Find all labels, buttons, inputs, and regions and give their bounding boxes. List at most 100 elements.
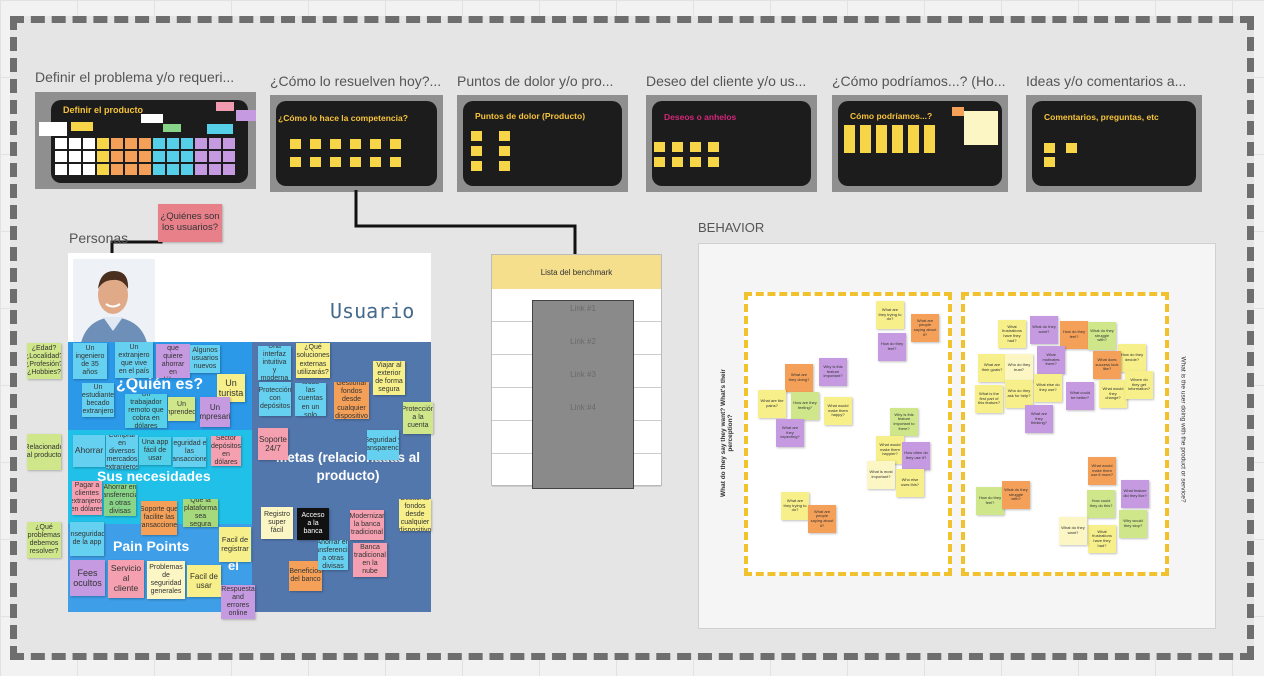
sticky-note[interactable]: ¿Qué problemas debemos resolver?: [27, 522, 61, 558]
sticky-note[interactable]: Facil de usar: [187, 565, 221, 597]
frame-competencia[interactable]: ¿Cómo lo hace la competencia?: [270, 95, 443, 192]
behavior-sticky-note[interactable]: What are they expecting?: [776, 419, 804, 447]
behavior-sticky-note[interactable]: How do they feel?: [976, 487, 1004, 515]
behavior-sticky-note[interactable]: What are they thinking?: [1025, 405, 1053, 433]
benchmark-link[interactable]: Link #3: [570, 370, 596, 379]
behavior-sticky-note[interactable]: What would make them use it more?: [1088, 457, 1116, 485]
sticky-note[interactable]: Tener todas las cuentas en un solo lugar: [295, 383, 326, 416]
frame-title-puntos-dolor[interactable]: Puntos de dolor y/o pro...: [457, 73, 614, 89]
frame-puntos-dolor[interactable]: Puntos de dolor (Producto): [457, 95, 628, 192]
behavior-sticky-note[interactable]: Who else uses this?: [896, 469, 924, 497]
sticky-note[interactable]: Inseguridad de la app: [70, 522, 104, 556]
behavior-sticky-note[interactable]: What are they trying to do?: [781, 492, 809, 520]
behavior-sticky-note[interactable]: How do they feel?: [1060, 321, 1088, 349]
behavior-sticky-note[interactable]: What is the first part of this feature?: [975, 385, 1003, 413]
behavior-sticky-note[interactable]: What are people saying about it?: [911, 314, 939, 342]
behavior-sticky-note[interactable]: What motivates them?: [1037, 346, 1065, 374]
behavior-sticky-note[interactable]: What do they want?: [1030, 316, 1058, 344]
behavior-sticky-note[interactable]: What would make them happier?: [876, 436, 904, 464]
sticky-note[interactable]: Seguridad y transparencia: [367, 430, 399, 460]
benchmark-overlay[interactable]: [532, 300, 634, 489]
sticky-note[interactable]: Una app fácil de usar: [139, 437, 171, 465]
sticky-note[interactable]: Seguridad en las transacciones: [173, 437, 206, 467]
sticky-note[interactable]: Fees ocultos: [70, 560, 105, 596]
quienes-usuarios-note[interactable]: ¿Quiénes son los usuarios?: [158, 204, 222, 242]
behavior-sticky-note[interactable]: What do they struggle with?: [1002, 481, 1030, 509]
sticky-note[interactable]: Ahorrar en transferencias a otras divisa…: [104, 484, 136, 516]
sticky-note[interactable]: Un trabajador remoto que cobra en dólare…: [125, 394, 167, 428]
frame-deseos[interactable]: Deseos o anhelos: [646, 95, 817, 192]
frame-title-definir[interactable]: Definir el problema y/o requeri...: [35, 69, 235, 85]
behavior-sticky-note[interactable]: How often do they use it?: [902, 442, 930, 470]
behavior-sticky-note[interactable]: What does success look like?: [1093, 351, 1121, 379]
sticky-note[interactable]: Registro super fácil: [261, 507, 293, 539]
frame-definir-producto[interactable]: Definir el producto: [35, 92, 256, 189]
frame-como-podriamos[interactable]: Cómo podríamos...?: [832, 95, 1008, 192]
sticky-note[interactable]: Gestionar fondos desde cualquier disposi…: [399, 499, 431, 531]
behavior-sticky-note[interactable]: Why would they stop?: [1119, 510, 1147, 538]
sticky-note[interactable]: Protección con depósitos: [259, 382, 291, 416]
sticky-note[interactable]: Gestionar fondos desde cualquier disposi…: [334, 382, 369, 419]
sticky-note[interactable]: Protección a la cuenta: [403, 402, 433, 434]
behavior-sticky-note[interactable]: Who do they ask for help?: [1005, 380, 1033, 408]
sticky-note[interactable]: ¿Edad? ¿Localidad? ¿Profesión? ¿Hobbies?: [27, 343, 61, 379]
behavior-sticky-note[interactable]: What would they change?: [1099, 380, 1127, 408]
behavior-sticky-note[interactable]: What are they trying to do?: [876, 301, 904, 329]
frame-title-ideas[interactable]: Ideas y/o comentarios a...: [1026, 73, 1187, 89]
behavior-sticky-note[interactable]: How are they feeling?: [791, 392, 819, 420]
sticky-note[interactable]: Servicio al cliente: [108, 560, 144, 598]
benchmark-link[interactable]: Link #4: [570, 403, 596, 412]
behavior-sticky-note[interactable]: What could be better?: [1066, 382, 1094, 410]
sticky-note[interactable]: Beneficios del banco: [289, 561, 322, 591]
sticky-note[interactable]: Problemas de seguridad generales: [147, 561, 185, 599]
sticky-note[interactable]: Ahorrar: [73, 435, 105, 467]
behavior-sticky-note[interactable]: What are people saying about it?: [808, 505, 836, 533]
frame-comentarios[interactable]: Comentarios, preguntas, etc: [1026, 95, 1202, 192]
sticky-note[interactable]: Viajar al exterior de forma segura: [373, 361, 405, 395]
frame-title-deseo-cliente[interactable]: Deseo del cliente y/o us...: [646, 73, 807, 89]
behavior-label[interactable]: BEHAVIOR: [698, 220, 765, 235]
sticky-note[interactable]: Respuesta and errores online: [221, 585, 255, 619]
behavior-sticky-note[interactable]: What do they want?: [1059, 517, 1087, 545]
sticky-note[interactable]: Sector depósitos en dólares: [211, 436, 241, 466]
sticky-note[interactable]: Un extranjero que vive en el país: [115, 342, 153, 378]
behavior-sticky-note[interactable]: What are their goals?: [978, 354, 1006, 382]
behavior-sticky-note[interactable]: How do they feel?: [878, 333, 906, 361]
behavior-sticky-note[interactable]: Why is this feature important?: [819, 358, 847, 386]
sticky-note[interactable]: Alguien que quiere ahorrar en dólares: [156, 344, 190, 378]
behavior-sticky-note[interactable]: What frustrations have they had?: [1088, 525, 1116, 553]
personas-label[interactable]: Personas: [69, 230, 129, 246]
sticky-note[interactable]: Un empresario: [200, 397, 230, 427]
behavior-sticky-note[interactable]: Where do they get information?: [1125, 371, 1153, 399]
sticky-note[interactable]: ¿Qué soluciones externas utilizarás?: [296, 343, 330, 378]
sticky-note[interactable]: Un ingeniero de 35 años: [73, 343, 107, 379]
sticky-note[interactable]: Una interfaz intuitiva y moderna: [258, 346, 291, 380]
sticky-note[interactable]: Ahorrar en transferencias a otras divisa…: [318, 540, 348, 570]
sticky-note[interactable]: Un estudiante becado extranjero: [82, 383, 114, 417]
frame-title-como-resuelven[interactable]: ¿Cómo lo resuelven hoy?...: [270, 73, 442, 89]
behavior-sticky-note[interactable]: What would make them happy?: [824, 397, 852, 425]
sticky-note[interactable]: Acceso a la banca: [297, 508, 329, 540]
behavior-sticky-note[interactable]: What frustrations have they had?: [998, 320, 1026, 348]
sticky-note[interactable]: Un emprendedor: [168, 397, 195, 421]
benchmark-link[interactable]: Link #1: [570, 304, 596, 313]
behavior-sticky-note[interactable]: How do they decide?: [1118, 344, 1146, 372]
behavior-sticky-note[interactable]: Who do they trust?: [1005, 354, 1033, 382]
behavior-sticky-note[interactable]: What feature did they like?: [1121, 480, 1149, 508]
behavior-sticky-note[interactable]: What else do they use?: [1034, 374, 1062, 402]
behavior-sticky-note[interactable]: What do they struggle with?: [1088, 322, 1116, 350]
sticky-note[interactable]: Modernizar la banca tradicional: [350, 510, 384, 540]
sticky-note[interactable]: Soporte 24/7: [258, 428, 288, 460]
behavior-sticky-note[interactable]: How could they do this?: [1087, 490, 1115, 518]
behavior-sticky-note[interactable]: What is most important?: [867, 461, 895, 489]
sticky-note[interactable]: Pagar a clientes extranjeros en dólares: [72, 481, 102, 515]
behavior-sticky-note[interactable]: What are they doing?: [785, 364, 813, 392]
behavior-sticky-note[interactable]: What are the pains?: [758, 390, 786, 418]
behavior-sticky-note[interactable]: Why is this feature important to them?: [890, 408, 918, 436]
sticky-note[interactable]: Facil de registrar: [219, 527, 251, 562]
sticky-note[interactable]: Banca tradicional en la nube: [353, 543, 387, 577]
sticky-note[interactable]: Algunos usuarios nuevos: [190, 345, 220, 373]
sticky-note[interactable]: Comprar en diversos mercados extranjeros: [106, 435, 138, 469]
frame-title-como-podriamos[interactable]: ¿Cómo podríamos...? (Ho...: [832, 73, 1006, 89]
